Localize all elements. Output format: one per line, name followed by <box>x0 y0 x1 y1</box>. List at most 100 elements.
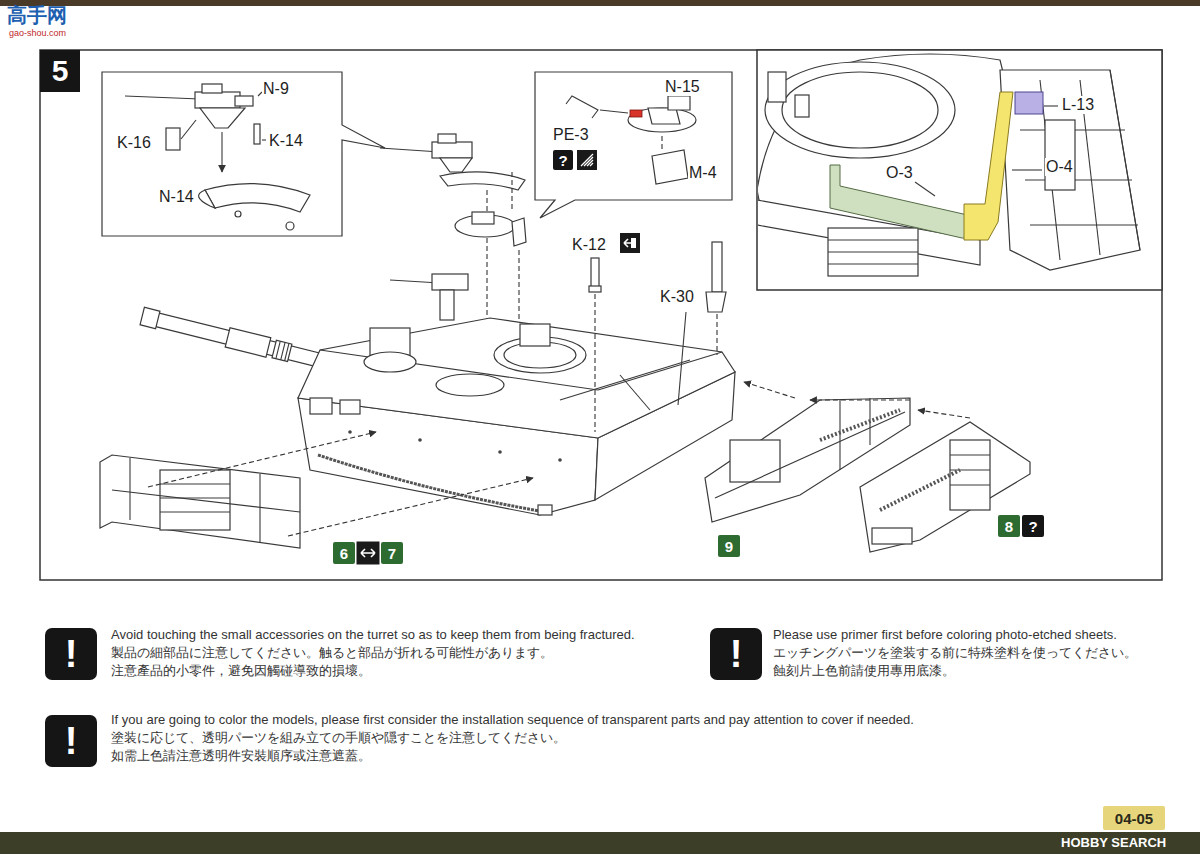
stowage-basket <box>880 470 960 510</box>
turret-drawing <box>225 328 271 358</box>
subassembly-number: 7 <box>381 542 403 564</box>
part-label: O-3 <box>885 164 914 182</box>
stowage-basket <box>112 490 300 512</box>
turret-drawing <box>281 342 285 359</box>
warning-icon-text: ! <box>65 722 78 760</box>
note-text: 如需上色請注意透明件安裝順序或注意遮蓋。 <box>110 749 372 764</box>
detail-inset <box>195 92 240 108</box>
alternate-icon <box>631 238 636 248</box>
detail-inset <box>757 50 1162 290</box>
watermark: 高手网 <box>6 4 68 27</box>
exploded-parts <box>440 158 472 172</box>
alternate-icon <box>357 542 379 564</box>
turret-drawing <box>348 430 352 434</box>
note-text: Avoid touching the small accessories on … <box>110 628 636 643</box>
turret-drawing <box>148 311 336 371</box>
stowage-basket <box>100 455 300 548</box>
detail-inset <box>199 190 215 208</box>
turret-drawing <box>678 312 686 405</box>
step-number-text: 5 <box>52 56 69 86</box>
detail-inset <box>964 92 1013 240</box>
turret-drawing <box>285 343 289 360</box>
stowage-basket <box>810 399 910 400</box>
detail-inset <box>254 124 260 144</box>
detail-inset <box>830 165 972 238</box>
turret-drawing <box>594 294 595 432</box>
detail-inset <box>1030 224 1138 225</box>
exploded-parts <box>512 218 526 246</box>
page-number-text: 04-05 <box>1115 811 1153 826</box>
option-icon-text: ? <box>1028 519 1037 534</box>
turret-drawing <box>706 292 726 312</box>
step-frame <box>40 50 1162 580</box>
detail-inset <box>768 72 786 102</box>
detail-inset <box>102 72 385 236</box>
warning-icon-text: ! <box>65 635 78 673</box>
note-text: 蝕刻片上色前請使用專用底漆。 <box>772 664 956 679</box>
step-frame <box>40 50 1162 580</box>
detail-inset <box>1015 92 1043 114</box>
photo-etch-icon <box>577 150 597 170</box>
detail-inset <box>235 96 253 106</box>
part-label: O-4 <box>1045 158 1074 176</box>
turret-drawing <box>436 374 504 396</box>
part-label: K-16 <box>116 134 152 152</box>
stowage-basket <box>148 432 376 487</box>
turret-drawing <box>558 458 562 462</box>
detail-inset <box>652 150 688 184</box>
stowage-basket <box>160 511 230 512</box>
turret-drawing <box>712 242 722 292</box>
watermark: gao-shou.com <box>8 28 67 38</box>
detail-inset <box>600 110 628 113</box>
stowage-basket <box>744 382 795 398</box>
turret-drawing <box>418 438 422 442</box>
detail-inset <box>1044 105 1058 106</box>
stowage-basket <box>860 422 1030 552</box>
detail-inset <box>1000 70 1140 270</box>
turret-drawing <box>589 286 601 292</box>
detail-inset <box>535 72 732 218</box>
detail-inset <box>828 239 918 240</box>
photo-etch-icon <box>577 150 597 170</box>
stowage-basket <box>839 400 840 470</box>
turret-drawing <box>140 307 160 328</box>
turret-drawing <box>620 375 650 410</box>
alternate-icon <box>620 233 640 253</box>
turret-drawing <box>276 341 280 358</box>
note-text: 製品の細部品に注意してください。触ると部品が折れる可能性があります。 <box>110 646 554 661</box>
detail-inset <box>181 120 196 139</box>
detail-inset <box>661 136 662 150</box>
option-icon: ? <box>1022 515 1044 537</box>
exploded-parts <box>511 172 512 210</box>
stowage-basket <box>129 458 130 520</box>
detail-inset <box>1012 169 1042 170</box>
turret-drawing <box>598 352 722 390</box>
detail-inset <box>758 54 1140 276</box>
detail-inset <box>1045 120 1075 190</box>
detail-inset <box>630 110 642 117</box>
stowage-basket <box>950 440 990 510</box>
turret-drawing <box>520 324 550 346</box>
turret-drawing <box>591 258 599 288</box>
subassembly-number-text: 7 <box>388 546 396 561</box>
detail-inset <box>828 228 918 276</box>
detail-inset <box>828 251 918 252</box>
alternate-icon <box>624 239 636 247</box>
exploded-parts <box>486 190 487 212</box>
exploded-parts <box>472 212 494 224</box>
page-band <box>0 832 1200 854</box>
note-text: Please use primer first before coloring … <box>772 628 1118 643</box>
turret-drawing <box>440 290 454 320</box>
detail-inset <box>1110 70 1140 250</box>
detail-inset <box>235 211 241 217</box>
detail-inset <box>915 182 935 196</box>
turret-drawing <box>310 398 332 414</box>
detail-inset <box>102 72 385 236</box>
turret-drawing <box>298 318 735 438</box>
exploded-parts <box>380 148 440 152</box>
stowage-basket <box>100 432 533 548</box>
detail-inset <box>757 50 1162 290</box>
detail-inset <box>795 95 809 117</box>
